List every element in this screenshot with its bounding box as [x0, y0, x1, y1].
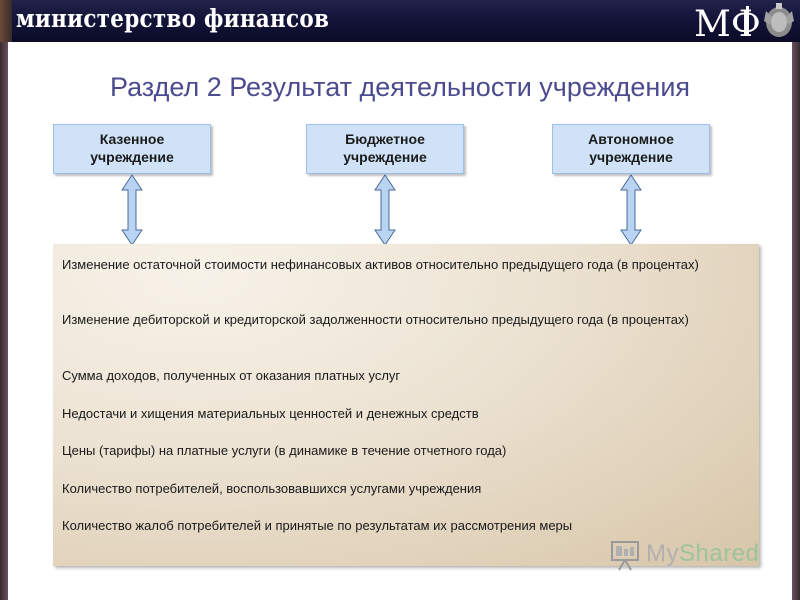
mf-logo-text: МФ [694, 4, 760, 42]
type-box-line2: учреждение [90, 149, 174, 165]
double-arrow-icon [620, 174, 642, 246]
type-box-line2: учреждение [589, 149, 673, 165]
indicator-item: Цены (тарифы) на платные услуги (в динам… [62, 443, 507, 458]
mf-logo: МФ [694, 4, 760, 42]
header-band: министерство финансов МФ [0, 0, 800, 42]
type-box-line1: Казенное [99, 131, 165, 147]
type-box-line1: Автономное [588, 131, 674, 147]
header-thumbnail [0, 0, 12, 42]
watermark-text: MyShared [646, 540, 759, 568]
indicators-panel: Изменение остаточной стоимости нефинансо… [53, 244, 759, 566]
frame-right-border [792, 42, 800, 600]
indicator-item: Изменение дебиторской и кредиторской зад… [62, 312, 689, 327]
ministry-title: министерство финансов [16, 4, 330, 33]
indicator-item: Сумма доходов, полученных от оказания пл… [62, 368, 401, 383]
indicator-item: Недостачи и хищения материальных ценност… [62, 406, 479, 421]
presentation-icon [611, 541, 639, 571]
page-title: Раздел 2 Результат деятельности учрежден… [109, 72, 691, 102]
indicator-item: Изменение остаточной стоимости нефинансо… [62, 257, 699, 272]
myshared-watermark: MyShared [608, 538, 768, 574]
watermark-part1: My [646, 540, 679, 567]
type-box-kazennoe: Казенное учреждение [53, 124, 211, 174]
indicator-item: Количество жалоб потребителей и принятые… [62, 518, 573, 533]
type-box-line1: Бюджетное [345, 131, 425, 147]
type-box-avtonomnoe: Автономное учреждение [552, 124, 710, 174]
double-arrow-icon [374, 174, 396, 246]
type-box-line2: учреждение [343, 149, 427, 165]
indicator-item: Количество потребителей, воспользовавших… [62, 481, 482, 496]
type-box-byudzhetnoe: Бюджетное учреждение [306, 124, 464, 174]
double-arrow-icon [121, 174, 143, 246]
watermark-part2: Shared [679, 540, 760, 567]
emblem-icon [764, 3, 794, 37]
frame-left-border [0, 42, 8, 600]
